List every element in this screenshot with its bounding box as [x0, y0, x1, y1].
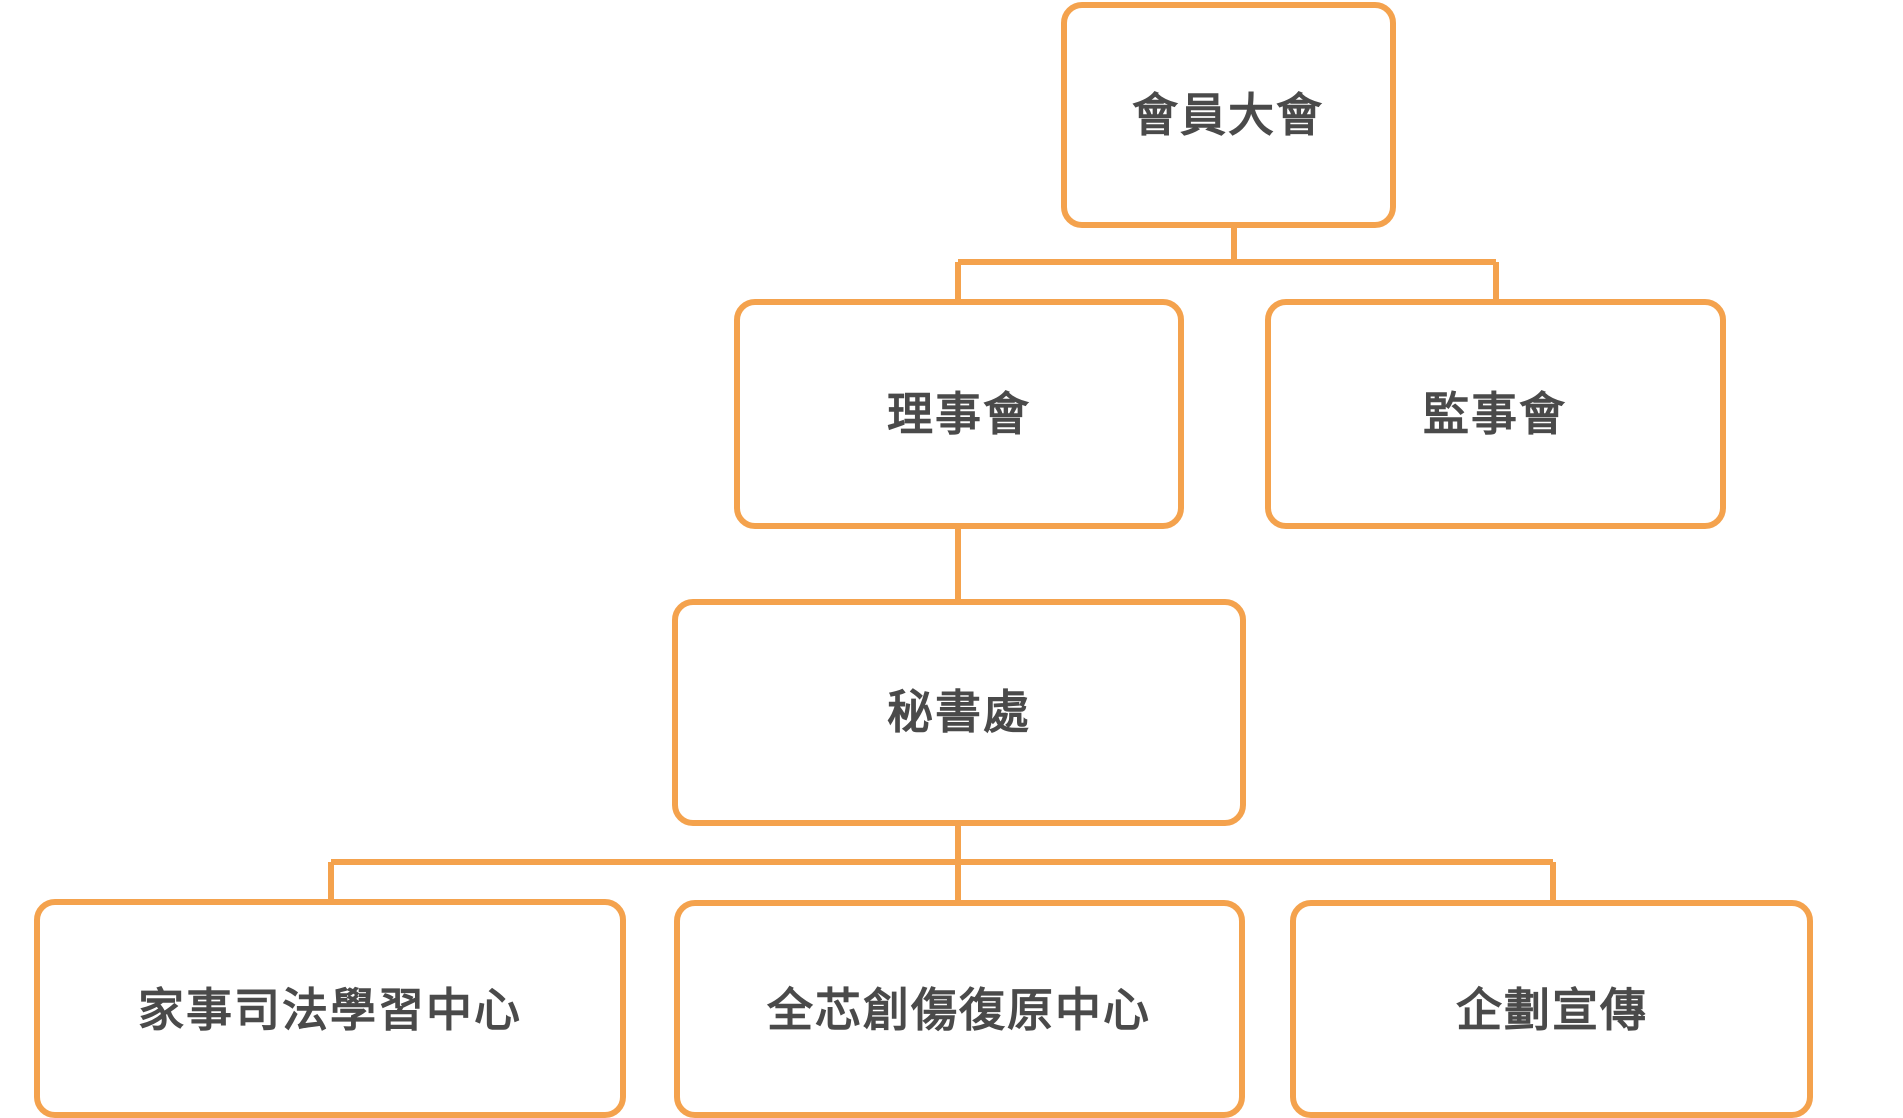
node-box	[672, 599, 1246, 826]
node-label: 理事會	[887, 387, 1031, 441]
node-label: 企劃宣傳	[1456, 983, 1648, 1037]
node-box	[34, 899, 626, 1118]
node-general-assembly: 會員大會	[1061, 2, 1396, 228]
connector-assembly-to-boards	[955, 225, 1499, 302]
node-board-of-directors: 理事會	[734, 299, 1184, 529]
connectors	[328, 225, 1556, 902]
node-planning-promotion: 企劃宣傳	[1290, 900, 1813, 1118]
node-secretariat: 秘書處	[672, 599, 1246, 826]
node-box	[1290, 900, 1813, 1118]
node-label: 會員大會	[1132, 88, 1324, 142]
node-label: 家事司法學習中心	[138, 983, 522, 1037]
node-trauma-recovery-center: 全芯創傷復原中心	[674, 900, 1245, 1118]
node-label: 全芯創傷復原中心	[766, 983, 1151, 1037]
node-family-justice-learning-center: 家事司法學習中心	[34, 899, 626, 1118]
node-box	[674, 900, 1245, 1118]
node-board-of-supervisors: 監事會	[1265, 299, 1726, 529]
node-label: 秘書處	[887, 685, 1031, 739]
node-box	[1265, 299, 1726, 529]
connector-secretariat-to-departments	[328, 823, 1556, 902]
node-box	[734, 299, 1184, 529]
node-box	[1061, 2, 1396, 228]
node-label: 監事會	[1423, 387, 1567, 441]
